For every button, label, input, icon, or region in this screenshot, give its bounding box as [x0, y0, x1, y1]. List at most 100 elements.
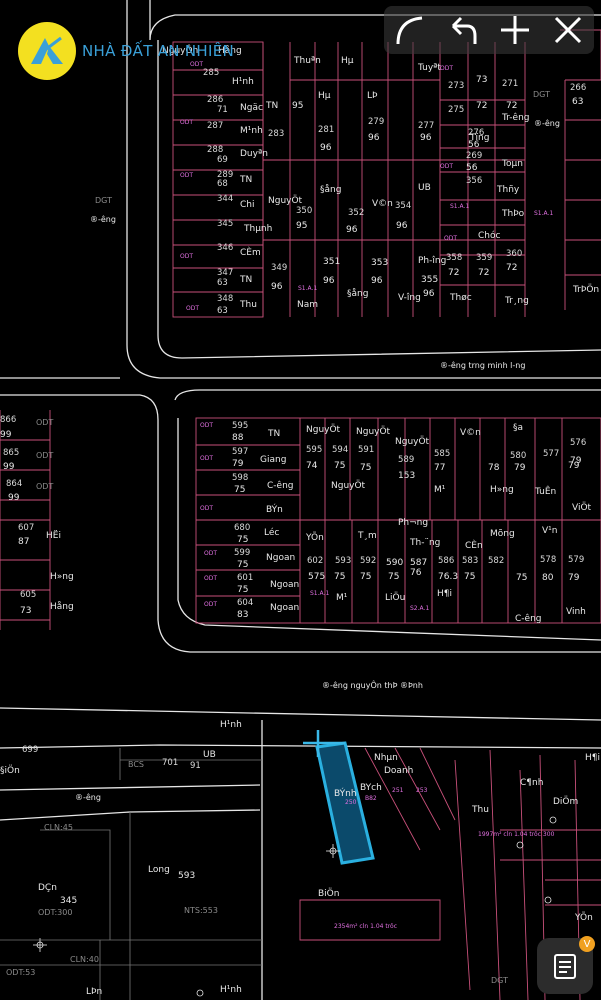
map-label: 289 — [217, 170, 233, 180]
map-label: 347 — [217, 268, 233, 278]
map-label: Doanh — [384, 766, 413, 776]
map-label: Tr-êng — [501, 112, 530, 123]
map-label: 680 — [234, 523, 250, 533]
map-label: 348 — [217, 294, 233, 304]
map-label: 359 — [476, 253, 492, 263]
map-label: §ång — [320, 184, 341, 195]
map-label: Nhµn — [374, 753, 398, 763]
map-label: BÝnh — [334, 787, 357, 799]
map-label: S2.A.1 — [410, 605, 429, 612]
map-label: 593 — [335, 556, 351, 566]
selected-parcel[interactable] — [315, 741, 375, 865]
map-label: ®-êng tr­ng minh l-ng — [440, 360, 525, 370]
add-button[interactable] — [493, 8, 537, 52]
map-label: TN — [267, 429, 280, 439]
map-label: 75 — [464, 572, 475, 582]
map-label: 593 — [178, 871, 195, 881]
map-label: H¹nh — [220, 720, 242, 730]
map-label: 73 — [20, 606, 31, 616]
map-label: 72 — [506, 101, 517, 111]
map-label: HËi — [46, 530, 61, 541]
map-label: 586 — [438, 556, 454, 566]
map-label: Long — [148, 865, 170, 875]
map-label: Thøc — [449, 293, 472, 303]
undo-icon — [451, 16, 477, 44]
map-label: ODT — [36, 482, 53, 491]
map-label: 99 — [8, 493, 20, 503]
map-label: 75 — [360, 463, 371, 473]
list-fab-button[interactable]: V — [537, 936, 595, 994]
draw-arc-button[interactable] — [388, 8, 432, 52]
map-label: 283 — [268, 129, 284, 139]
map-label: H¶i — [437, 589, 452, 599]
map-label: LÞ — [367, 91, 378, 101]
map-label: 251 — [392, 787, 404, 794]
map-label: 350 — [296, 206, 312, 216]
map-label: 96 — [346, 225, 358, 235]
map-label: 2354m² cln 1.04 trôc — [334, 923, 397, 930]
map-label: Ph-îng — [418, 256, 446, 266]
map-label: Hång — [50, 601, 74, 612]
map-label: NguyÖt — [268, 195, 303, 206]
map-label: 71 — [217, 105, 228, 115]
map-label: 594 — [332, 445, 348, 455]
map-label: UB — [418, 183, 431, 193]
map-label: 75 — [334, 461, 345, 471]
map-label: CLN:45 — [44, 823, 73, 832]
map-label: 75 — [516, 573, 527, 583]
map-label: BYch — [360, 783, 382, 793]
map-label: 63 — [217, 278, 228, 288]
map-label: S1.A.1 — [450, 203, 469, 210]
map-label: TrÞÖn — [572, 284, 599, 295]
map-label: 592 — [360, 556, 376, 566]
undo-button[interactable] — [441, 8, 485, 52]
map-label: 287 — [207, 121, 223, 131]
map-label: 75 — [234, 485, 245, 495]
map-label: 75 — [334, 572, 345, 582]
map-label: ViÖt — [572, 502, 592, 513]
close-icon — [554, 16, 581, 44]
map-label: 285 — [203, 68, 219, 78]
map-label: Ngoan — [270, 603, 299, 613]
map-label: 266 — [570, 83, 586, 93]
map-label: 78 — [488, 463, 500, 473]
map-label: Thu — [471, 805, 489, 815]
map-label: 579 — [568, 555, 584, 565]
map-label: ODT — [180, 172, 193, 179]
map-label: ODT — [440, 65, 453, 72]
map-label: 864 — [6, 479, 22, 489]
map-label: TuÊn — [534, 485, 556, 497]
map-label: 56 — [466, 163, 478, 173]
map-label: 63 — [217, 306, 228, 316]
map-label: 96 — [368, 133, 380, 143]
map-label: ODT — [204, 550, 217, 557]
close-button[interactable] — [546, 8, 590, 52]
map-label: DiÖm — [553, 796, 578, 807]
map-label: 598 — [232, 473, 248, 483]
map-label: 72 — [506, 263, 517, 273]
map-label: V©n — [460, 428, 481, 438]
map-label: CÈn — [465, 539, 483, 551]
map-label: 75 — [237, 535, 248, 545]
map-label: S1.A.1 — [298, 285, 317, 292]
map-label: Thuªn — [293, 56, 321, 66]
map-label: 253 — [416, 787, 428, 794]
map-label: Ngäc — [240, 103, 263, 113]
map-label: BÝn — [266, 503, 283, 515]
map-label: 1997m² cln 1.04 trôc 300 — [478, 831, 555, 838]
map-label: 56 — [468, 140, 480, 150]
map-label: M¹nh — [240, 126, 263, 136]
map-label: CÈm — [240, 246, 261, 258]
map-label: 73 — [476, 75, 487, 85]
map-label: ODT — [180, 253, 193, 260]
map-label: 99 — [0, 430, 12, 440]
map-label: Hång — [218, 45, 242, 56]
map-label: 360 — [506, 249, 522, 259]
map-label: 96 — [371, 276, 383, 286]
map-label: 95 — [292, 101, 303, 111]
map-label: Chi — [240, 200, 255, 210]
map-label: 79 — [232, 459, 244, 469]
map-label: 701 — [162, 758, 178, 768]
map-label: TN — [265, 101, 278, 111]
